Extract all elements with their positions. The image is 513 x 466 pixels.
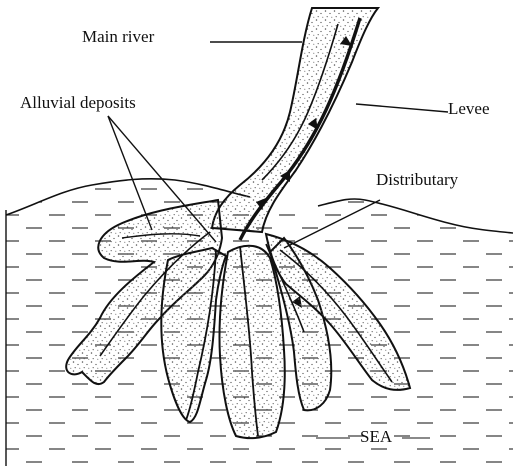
label-sea: SEA — [360, 427, 393, 446]
levee-leader — [356, 104, 448, 112]
label-alluvial-deposits: Alluvial deposits — [20, 93, 136, 112]
label-distributary: Distributary — [376, 170, 459, 189]
label-levee: Levee — [448, 99, 490, 118]
label-main-river: Main river — [82, 27, 155, 46]
